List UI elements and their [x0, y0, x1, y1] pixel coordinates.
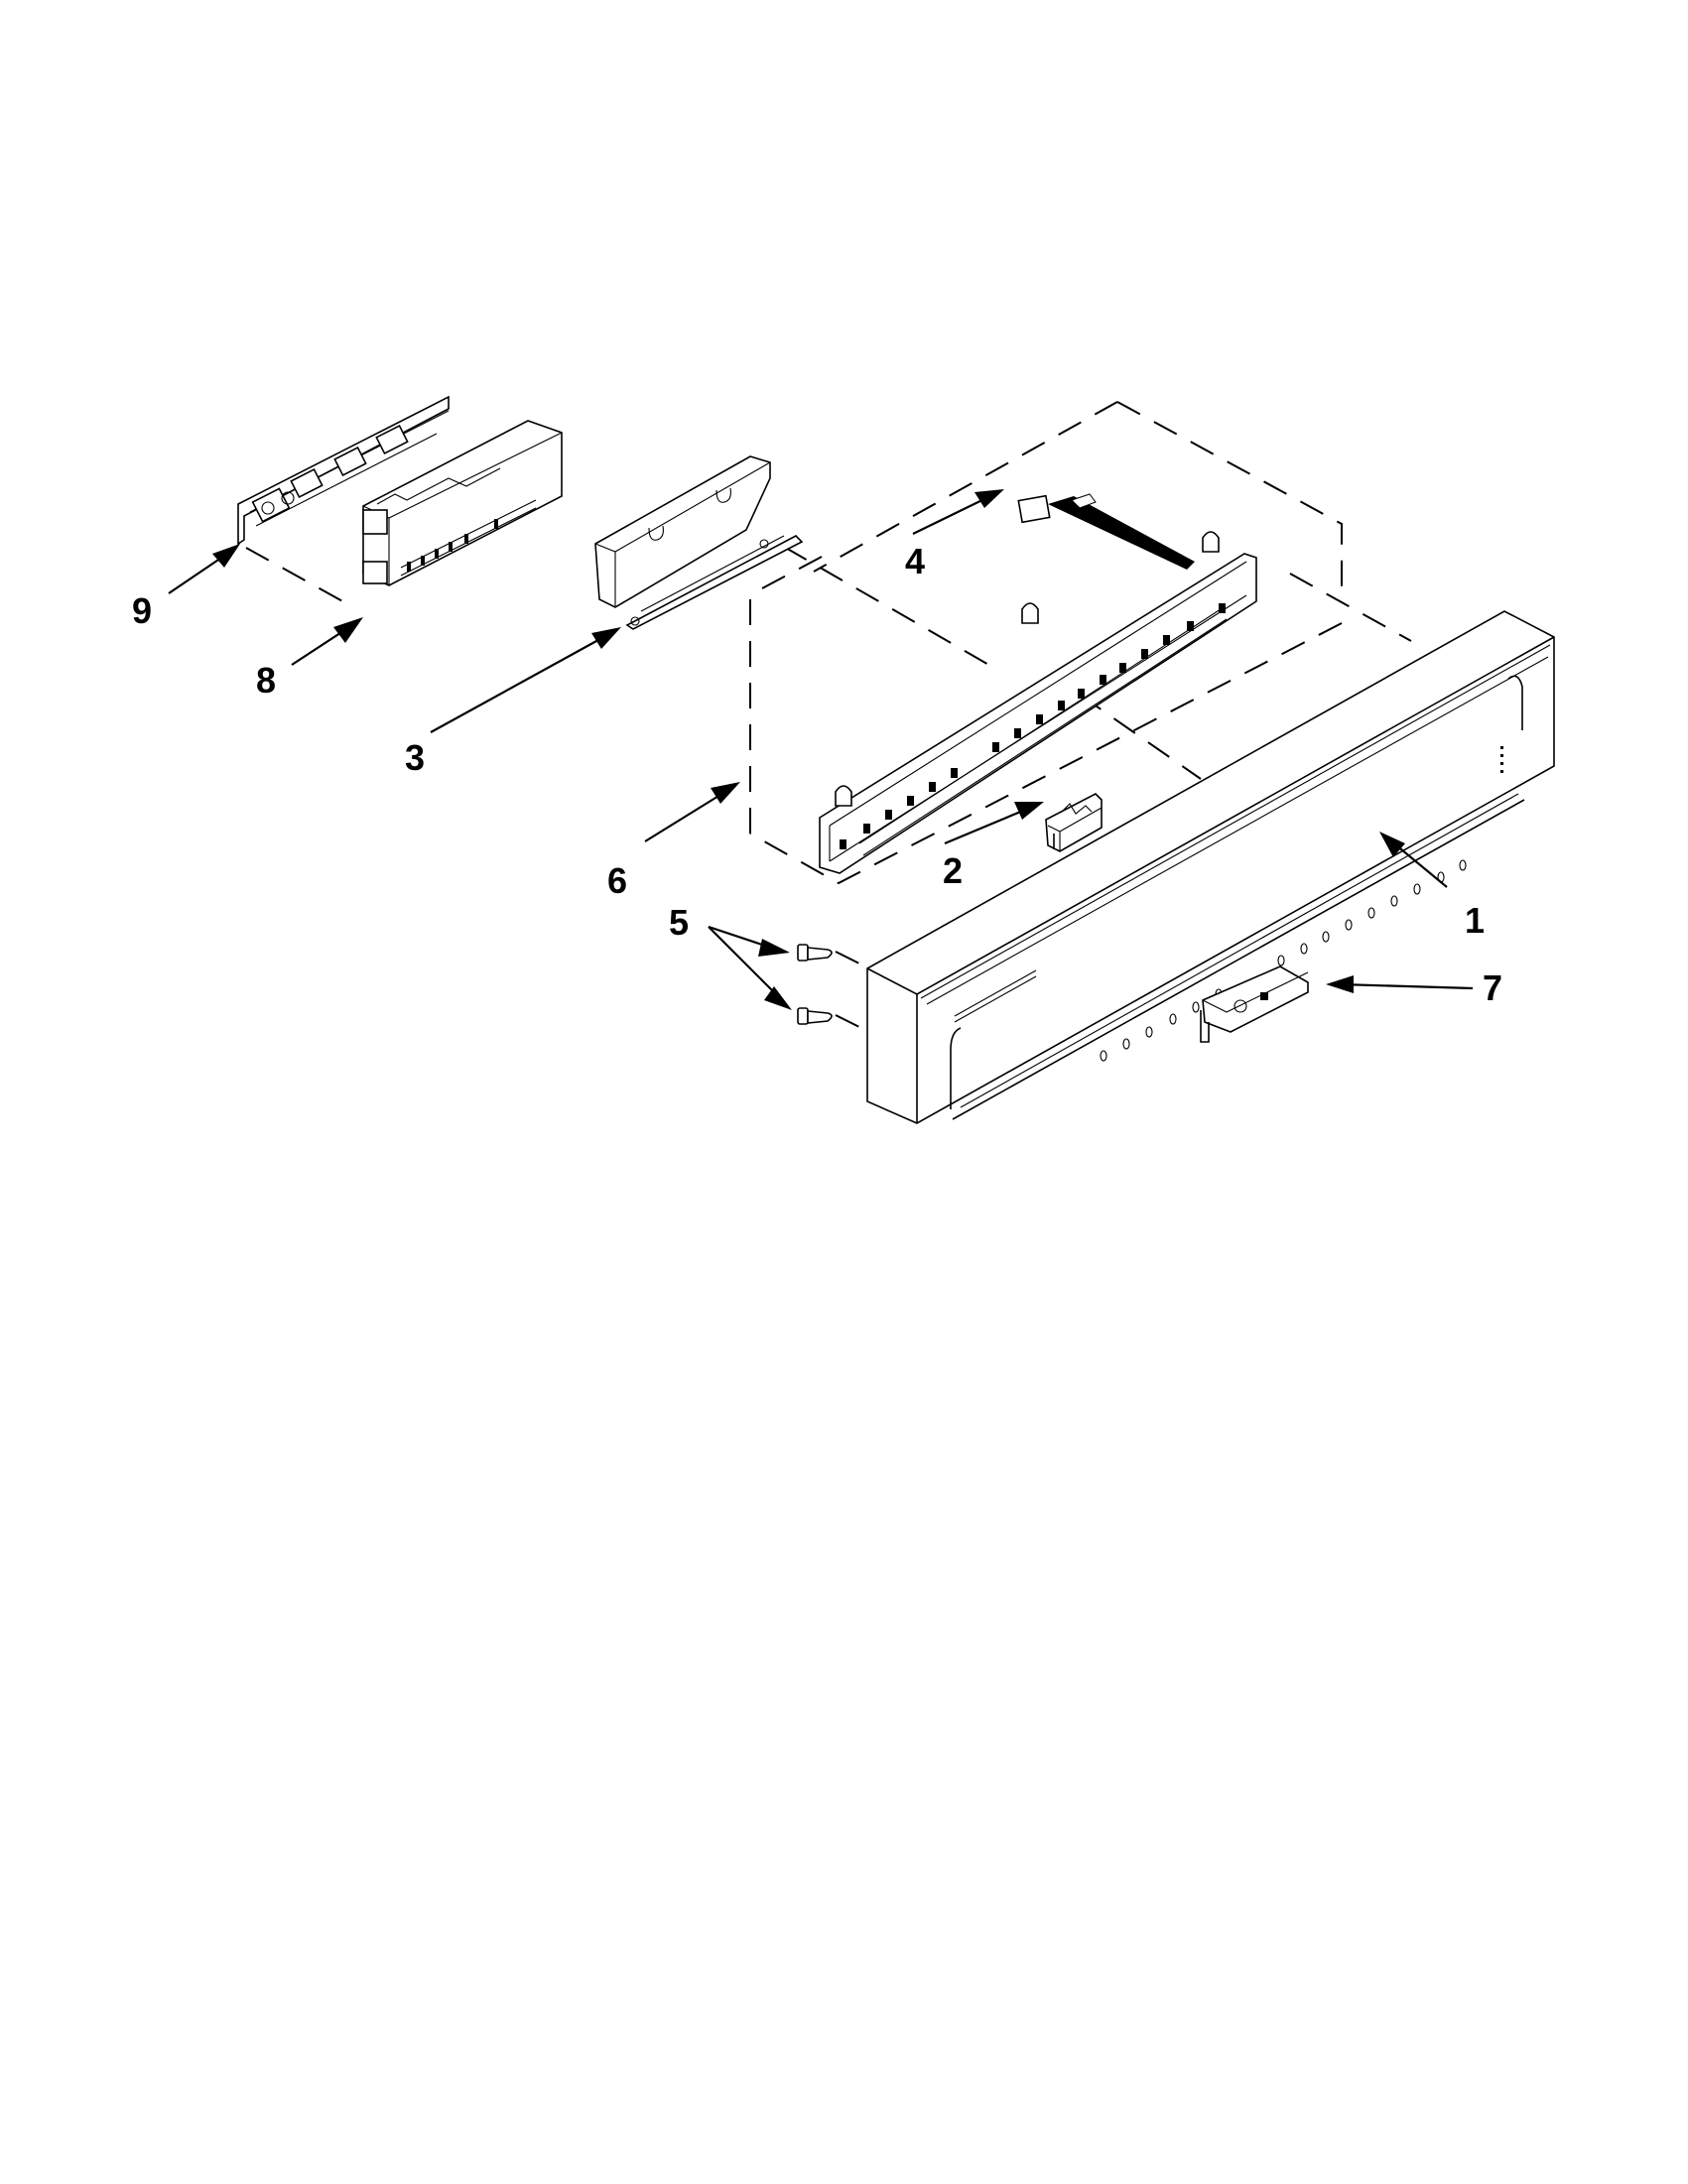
alignment-dashed-lines: [245, 546, 1412, 1030]
screw-lower: [797, 1007, 833, 1025]
part-6-ui-assembly-drawing: [819, 531, 1257, 874]
part-5-screws-drawing: [797, 944, 833, 1025]
callout-9: 9: [132, 590, 153, 631]
callout-3: 3: [405, 737, 426, 778]
part-1-console-drawing: [866, 610, 1555, 1124]
screw-upper: [797, 944, 833, 962]
callout-8: 8: [256, 660, 277, 701]
part-4-harness-drawing: [1017, 493, 1195, 570]
callout-5: 5: [669, 902, 690, 943]
part-7-latch-drawing: [1200, 965, 1309, 1043]
callout-1: 1: [1465, 900, 1486, 941]
part-8-control-board-drawing: [362, 420, 563, 586]
part-3-housing-drawing: [594, 455, 804, 630]
callout-7: 7: [1483, 967, 1503, 1008]
leader-arrows: [168, 489, 1474, 1010]
ui-button-row: [840, 603, 1226, 849]
callout-6: 6: [607, 860, 628, 901]
callout-4: 4: [905, 541, 926, 581]
assembly-6-dashed-outline: [749, 401, 1343, 885]
console-indicator-lights: [1100, 746, 1503, 1062]
part-9-bracket-drawing: [237, 395, 450, 546]
callout-2: 2: [943, 850, 964, 891]
part-2-clip-drawing: [1045, 793, 1103, 852]
